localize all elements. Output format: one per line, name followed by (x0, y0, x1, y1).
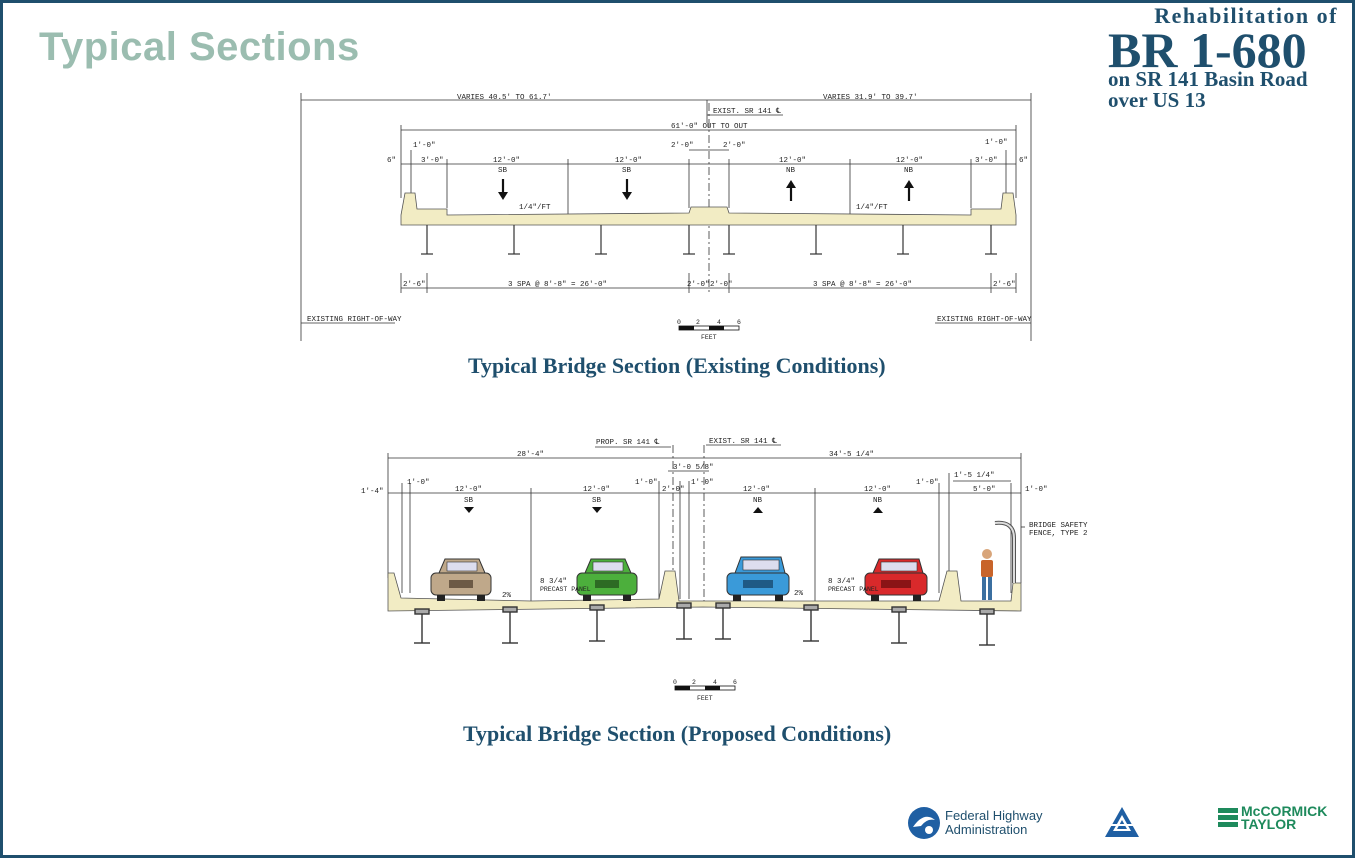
dim-three-right: 3'-0" (975, 157, 998, 165)
slope-left: 1/4"/FT (519, 204, 551, 212)
dim-varies-right: VARIES 31.9' TO 39.7' (823, 94, 918, 102)
dim-varies-left: VARIES 40.5' TO 61.7' (457, 94, 552, 102)
dim-left-width: 28'-4" (517, 451, 544, 459)
dim-six-left: 6" (387, 157, 396, 165)
scale-bar-proposed: 0 2 4 6 FEET (673, 679, 737, 702)
proposed-section-drawing: PROP. SR 141 ℄ EXIST. SR 141 ℄ 28'-4" 34… (361, 437, 1088, 702)
fhwa-line2: Administration (945, 822, 1028, 837)
dim-sidewalk: 5'-0" (973, 486, 996, 494)
dim-exist-cl-prop: EXIST. SR 141 ℄ (709, 437, 778, 446)
mccormick-taylor-icon (1218, 808, 1238, 828)
dim-lane2: 12'-0" (615, 157, 642, 165)
dim-median-right-prop: 1'-0" (691, 479, 714, 487)
scale-p-4: 4 (713, 679, 717, 686)
dim-offset: 3'-0 5/8" (673, 464, 714, 472)
dim-lane2-prop: 12'-0" (583, 486, 610, 494)
dim-lane1-prop: 12'-0" (455, 486, 482, 494)
slope-right: 1/4"/FT (856, 204, 888, 212)
mccormick-taylor-logo: McCORMICK TAYLOR (1217, 803, 1328, 833)
lane-label-3: NB (786, 167, 796, 175)
panel-right: PRECAST PANEL (828, 586, 879, 593)
slope-right-prop: 2% (794, 590, 804, 598)
lane-label-prop-1: SB (464, 497, 474, 505)
scale-0: 0 (677, 319, 681, 326)
existing-section-drawing: VARIES 40.5' TO 61.7' VARIES 31.9' TO 39… (300, 93, 1032, 341)
dim-median-left-prop: 1'-0" (635, 479, 658, 487)
dim-right-width: 34'-5 1/4" (829, 451, 874, 459)
dim-spans-left: 3 SPA @ 8'-8" = 26'-0" (508, 281, 607, 289)
project-title-over: over US 13 (1108, 88, 1206, 112)
page-title: Typical Sections (39, 25, 360, 69)
car-red (864, 558, 928, 601)
dim-prop-cl: PROP. SR 141 ℄ (596, 438, 661, 447)
dim-girder-left: 2'-0" (687, 281, 710, 289)
scale-unit: FEET (701, 334, 717, 341)
lane-label-prop-2: SB (592, 497, 602, 505)
scale-p-0: 0 (673, 679, 677, 686)
dim-one-four: 1'-4" (361, 488, 384, 496)
dim-fence-offset: 1'-0" (1025, 486, 1048, 494)
scale-bar-existing: 0 2 4 6 FEET (677, 319, 741, 341)
slab-right: 8 3/4" (828, 578, 855, 586)
row-right: EXISTING RIGHT-OF-WAY (937, 316, 1032, 324)
dim-two-six-right: 2'-6" (993, 281, 1016, 289)
project-title-bridge: BR 1-680 (1108, 22, 1307, 78)
project-title-line1: Rehabilitation of (1154, 3, 1338, 28)
proposed-caption: Typical Bridge Section (Proposed Conditi… (463, 721, 892, 746)
car-tan (430, 558, 492, 601)
pedestrian (981, 549, 993, 600)
dim-lane4: 12'-0" (896, 157, 923, 165)
dim-one-five: 1'-5 1/4" (954, 472, 995, 480)
dim-six-right: 6" (1019, 157, 1028, 165)
scale-p-unit: FEET (697, 695, 713, 702)
slab-left: 8 3/4" (540, 578, 567, 586)
fhwa-icon (908, 807, 940, 839)
mct-line1: McCORMICK (1241, 803, 1328, 819)
scale-6: 6 (737, 319, 741, 326)
dim-girder-right: 2'-0" (710, 281, 733, 289)
fhwa-line1: Federal Highway (945, 808, 1043, 824)
lane-label-1: SB (498, 167, 508, 175)
lane-label-4: NB (904, 167, 914, 175)
scale-p-2: 2 (692, 679, 696, 686)
dim-lane1: 12'-0" (493, 157, 520, 165)
scale-p-6: 6 (733, 679, 737, 686)
dim-exist-cl: EXIST. SR 141 ℄ (713, 107, 782, 116)
mct-line2: TAYLOR (1241, 816, 1297, 833)
dim-lane3-prop: 12'-0" (743, 486, 770, 494)
dim-out-to-out: 61'-0" OUT TO OUT (671, 123, 748, 131)
car-green (576, 558, 638, 601)
dim-two-six-left: 2'-6" (403, 281, 426, 289)
car-blue (726, 556, 790, 601)
scale-2: 2 (696, 319, 700, 326)
lane-label-2: SB (622, 167, 632, 175)
project-title-road: on SR 141 Basin Road (1108, 67, 1308, 91)
project-title: Rehabilitation of BR 1-680 on SR 141 Bas… (1108, 3, 1338, 111)
dim-one-ft-left: 1'-0" (413, 142, 436, 150)
lane-label-prop-4: NB (873, 497, 883, 505)
dim-barrier-left: 1'-0" (407, 479, 430, 487)
scale-4: 4 (717, 319, 721, 326)
dim-barrier-right: 1'-0" (916, 479, 939, 487)
deldot-logo-icon (1105, 807, 1139, 837)
dim-lane3: 12'-0" (779, 157, 806, 165)
fhwa-logo: Federal Highway Administration (907, 806, 1043, 840)
existing-caption: Typical Bridge Section (Existing Conditi… (468, 353, 886, 378)
dim-lane4-prop: 12'-0" (864, 486, 891, 494)
row-left: EXISTING RIGHT-OF-WAY (307, 316, 402, 324)
dim-one-ft-right: 1'-0" (985, 139, 1008, 147)
dim-median-right: 2'-0" (723, 142, 746, 150)
lane-label-prop-3: NB (753, 497, 763, 505)
dim-median-left: 2'-0" (671, 142, 694, 150)
dim-three-left: 3'-0" (421, 157, 444, 165)
dim-two-prop: 2'-0" (662, 486, 685, 494)
dim-spans-right: 3 SPA @ 8'-8" = 26'-0" (813, 281, 912, 289)
panel-left: PRECAST PANEL (540, 586, 591, 593)
slope-left-prop: 2% (502, 592, 512, 600)
